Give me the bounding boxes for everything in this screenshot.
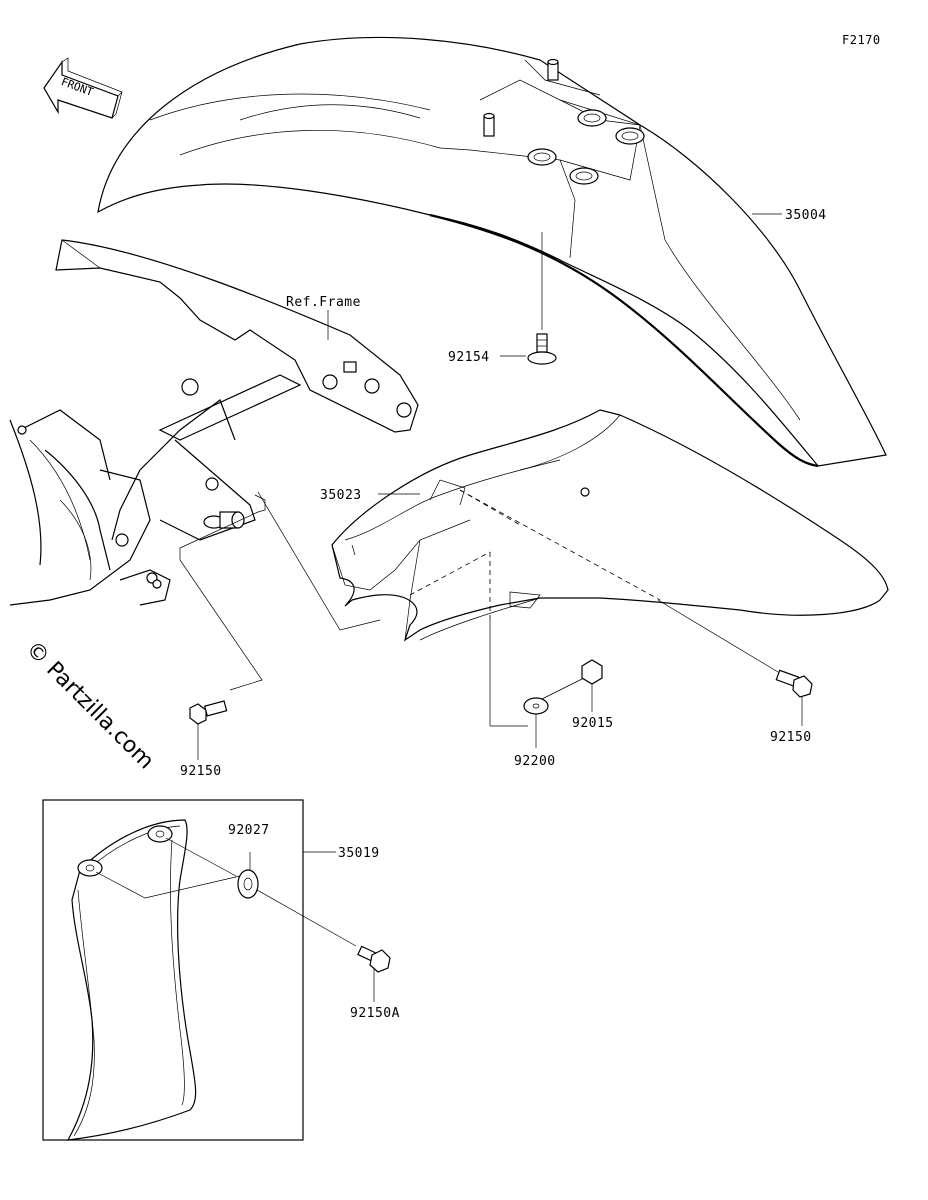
washer-92200-icon — [523, 697, 549, 748]
part-35004-label: 35004 — [785, 208, 827, 223]
front-fender-35004 — [97, 36, 887, 468]
part-92154-label: 92154 — [448, 350, 490, 365]
leader-92150-left — [179, 494, 266, 691]
figure-code: F2170 — [842, 33, 881, 47]
part-92150A-label: 92150A — [350, 1006, 400, 1021]
part-92150-right-label: 92150 — [770, 730, 812, 745]
bolt-92154-icon — [500, 232, 557, 365]
washer-92027-icon — [237, 869, 259, 899]
part-92027-label: 92027 — [228, 823, 270, 838]
inner-fender-35023 — [331, 409, 889, 642]
part-92150-left-label: 92150 — [180, 764, 222, 779]
part-92200-label: 92200 — [514, 754, 556, 769]
fender-flap-35019 — [66, 819, 197, 1141]
bolt-92150-right-icon — [775, 669, 813, 726]
front-arrow-icon: FRONT — [43, 57, 123, 119]
nut-92015-icon — [581, 659, 603, 712]
collar-icon — [203, 511, 245, 529]
part-92015-label: 92015 — [572, 716, 614, 731]
kit-assembly-lines — [95, 837, 375, 1002]
part-35023-label: 35023 — [320, 488, 362, 503]
bolt-92150-left-icon — [189, 700, 228, 760]
ref-frame-label: Ref.Frame — [286, 295, 361, 310]
leader-frame-to-inner — [257, 491, 381, 631]
assembly-lines — [409, 489, 779, 727]
part-35019-label: 35019 — [338, 846, 380, 861]
frame-bracket-ref — [9, 239, 419, 606]
bolt-92150A-icon — [357, 945, 391, 973]
kit-box-35019 — [42, 799, 304, 1141]
watermark: © Partzilla.com — [21, 637, 159, 775]
